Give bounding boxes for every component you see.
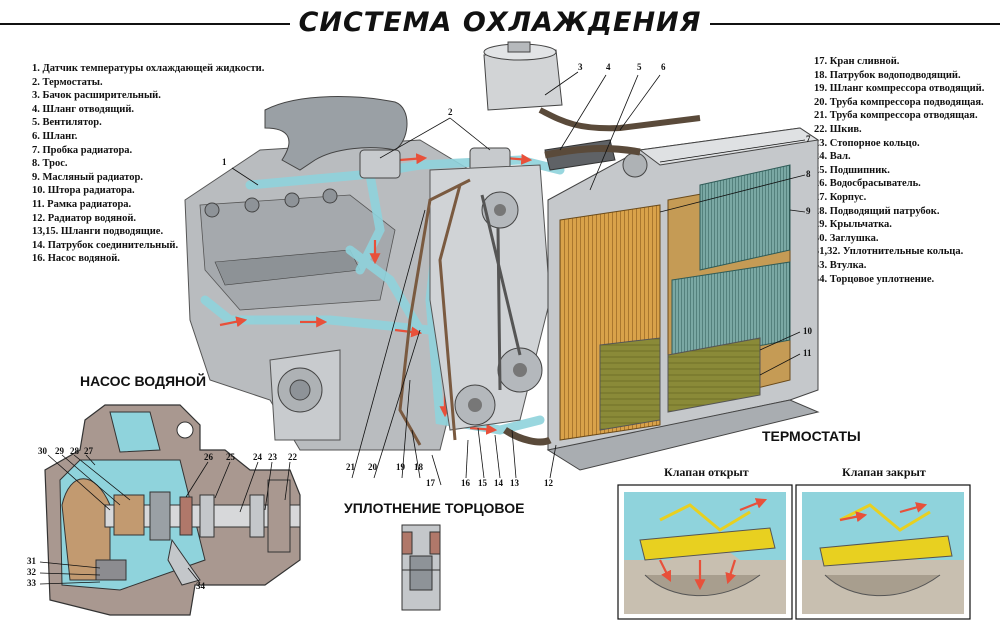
thermostat-open-panel (617, 484, 793, 620)
legend-item: 3. Бачок расширительный. (32, 90, 161, 102)
thermostat-closed-panel (795, 484, 971, 620)
callout-1: 1 (222, 157, 227, 167)
legend-item: 22. Шкив. (814, 123, 862, 135)
legend-item: 26. Водосбрасыватель. (814, 178, 921, 190)
callout-6: 6 (661, 62, 666, 72)
callout-21: 21 (346, 462, 355, 472)
radiator (546, 127, 820, 471)
title-rule-left (0, 23, 290, 25)
legend-item: 24. Вал. (814, 151, 851, 163)
pump-leader-lines (39, 454, 291, 585)
callout-5: 5 (637, 62, 642, 72)
callout-27: 27 (84, 446, 93, 456)
callout-30: 30 (38, 446, 47, 456)
callout-34: 34 (196, 581, 205, 591)
callout-12: 12 (544, 478, 553, 488)
face-seal-section (401, 524, 441, 611)
legend-item: 12. Радиатор водяной. (32, 212, 137, 224)
legend-item: 5. Вентилятор. (32, 117, 102, 129)
legend-right: 17. Кран сливной. 18. Патрубок водоподво… (814, 55, 984, 286)
callout-9: 9 (806, 206, 811, 216)
leader-lines (231, 71, 806, 486)
legend-item: 31,32. Уплотнительные кольца. (814, 246, 964, 258)
callout-32: 32 (27, 567, 36, 577)
callout-23: 23 (268, 452, 277, 462)
page-title: СИСТЕМА ОХЛАЖДЕНИЯ (298, 7, 702, 38)
valve-open-label: Клапан открыт (664, 465, 749, 479)
legend-item: 9. Масляный радиатор. (32, 171, 143, 183)
legend-item: 18. Патрубок водоподводящий. (814, 69, 961, 81)
callout-11: 11 (803, 348, 812, 358)
legend-item: 20. Труба компрессора подводящая. (814, 96, 984, 108)
callout-24: 24 (253, 452, 262, 462)
callout-10: 10 (803, 326, 812, 336)
callout-22: 22 (288, 452, 297, 462)
legend-item: 16. Насос водяной. (32, 253, 120, 265)
legend-item: 14. Патрубок соединительный. (32, 239, 179, 251)
callout-19: 19 (396, 462, 405, 472)
callout-8: 8 (806, 169, 811, 179)
callout-2: 2 (448, 107, 453, 117)
legend-item: 34. Торцовое уплотнение. (814, 273, 935, 285)
legend-item: 25. Подшипник. (814, 164, 890, 176)
front-pulleys (429, 164, 551, 431)
callout-25: 25 (226, 452, 235, 462)
engine-block (184, 139, 471, 451)
callout-3: 3 (578, 62, 583, 72)
title-bar: СИСТЕМА ОХЛАЖДЕНИЯ (0, 6, 1000, 40)
legend-item: 2. Термостаты. (32, 76, 103, 88)
legend-item: 13,15. Шланги подводящие. (32, 226, 164, 238)
legend-item: 33. Втулка. (814, 259, 867, 271)
callout-14: 14 (494, 478, 503, 488)
callout-33: 33 (27, 578, 36, 588)
legend-item: 29. Крыльчатка. (814, 219, 892, 231)
legend-item: 27. Корпус. (814, 191, 867, 203)
legend-item: 10. Штора радиатора. (32, 185, 135, 197)
legend-item: 21. Труба компрессора отводящая. (814, 110, 978, 122)
legend-item: 7. Пробка радиатора. (32, 144, 133, 156)
legend-item: 28. Подводящий патрубок. (814, 205, 940, 217)
legend-item: 8. Трос. (32, 158, 68, 170)
thermostats-section-title: ТЕРМОСТАТЫ (762, 428, 861, 444)
callout-29: 29 (55, 446, 64, 456)
callout-18: 18 (414, 462, 423, 472)
water-pump-section (44, 404, 301, 616)
title-rule-right (710, 23, 1000, 25)
legend-item: 1. Датчик температуры охлаждающей жидкос… (32, 63, 265, 74)
radiator-hoses (503, 145, 641, 446)
seal-section-title: УПЛОТНЕНИЕ ТОРЦОВОЕ (344, 500, 525, 516)
callout-16: 16 (461, 478, 470, 488)
callout-4: 4 (606, 62, 611, 72)
expansion-tank (483, 41, 701, 132)
legend-item: 6. Шланг. (32, 130, 78, 142)
callout-17: 17 (426, 478, 435, 488)
callout-20: 20 (368, 462, 377, 472)
legend-item: 4. Шланг отводящий. (32, 103, 135, 115)
callout-15: 15 (478, 478, 487, 488)
legend-item: 30. Заглушка. (814, 232, 879, 244)
pump-section-title: НАСОС ВОДЯНОЙ (80, 373, 207, 389)
callout-28: 28 (70, 446, 79, 456)
legend-item: 23. Стопорное кольцо. (814, 137, 920, 149)
valve-closed-label: Клапан закрыт (842, 465, 926, 479)
legend-left: 1. Датчик температуры охлаждающей жидкос… (32, 62, 264, 266)
legend-item: 11. Рамка радиатора. (32, 198, 132, 210)
legend-item: 17. Кран сливной. (814, 56, 900, 67)
callout-31: 31 (27, 556, 36, 566)
callout-26: 26 (204, 452, 213, 462)
callout-7: 7 (806, 134, 811, 144)
callout-13: 13 (510, 478, 519, 488)
legend-item: 19. Шланг компрессора отводящий. (814, 83, 985, 95)
